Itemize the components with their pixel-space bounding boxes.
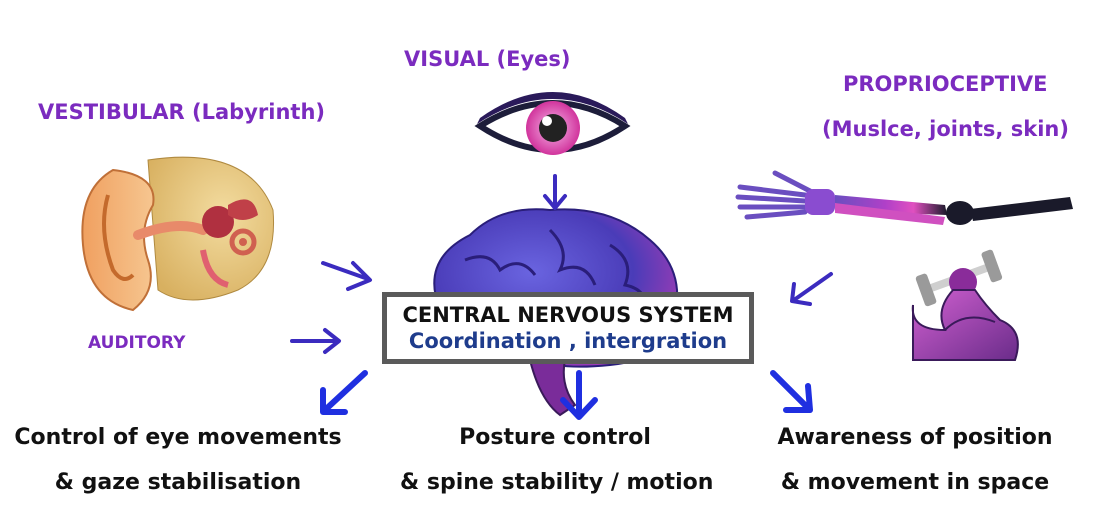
auditory-to-cns-arrow xyxy=(290,328,341,354)
auditory-label: AUDITORY xyxy=(88,333,186,353)
output-right-line2: & movement in space xyxy=(780,470,1050,495)
cns-to-posture-arrow xyxy=(560,370,598,420)
visual-to-cns-arrow xyxy=(543,174,567,210)
cns-box: CENTRAL NERVOUS SYSTEM Coordination , in… xyxy=(382,292,754,364)
output-middle-line1: Posture control xyxy=(459,425,651,450)
eye-icon xyxy=(474,92,631,155)
cns-to-awareness-arrow xyxy=(770,370,813,413)
output-left-line2: & gaze stabilisation xyxy=(54,470,302,495)
cns-subtitle: Coordination , intergration xyxy=(408,329,728,353)
proprioceptive-to-cns-arrow xyxy=(790,272,833,306)
vestibular-label: VESTIBULAR (Labyrinth) xyxy=(38,100,325,124)
ear-icon xyxy=(81,156,275,312)
visual-label: VISUAL (Eyes) xyxy=(404,47,571,71)
output-middle-line2: & spine stability / motion xyxy=(400,470,714,495)
output-left-line1: Control of eye movements xyxy=(14,425,342,450)
proprioceptive-label-line1: PROPRIOCEPTIVE xyxy=(843,72,1048,96)
vestibular-to-cns-arrow xyxy=(321,261,372,291)
cns-to-eye-movements-arrow xyxy=(320,370,368,415)
cns-title: CENTRAL NERVOUS SYSTEM xyxy=(402,303,734,327)
flexed-arm-dumbbell-icon xyxy=(911,249,1019,361)
proprioceptive-label-line2: (Muslce, joints, skin) xyxy=(822,117,1069,141)
output-right-line1: Awareness of position xyxy=(777,425,1053,450)
skeleton-arm-icon xyxy=(735,170,1073,225)
